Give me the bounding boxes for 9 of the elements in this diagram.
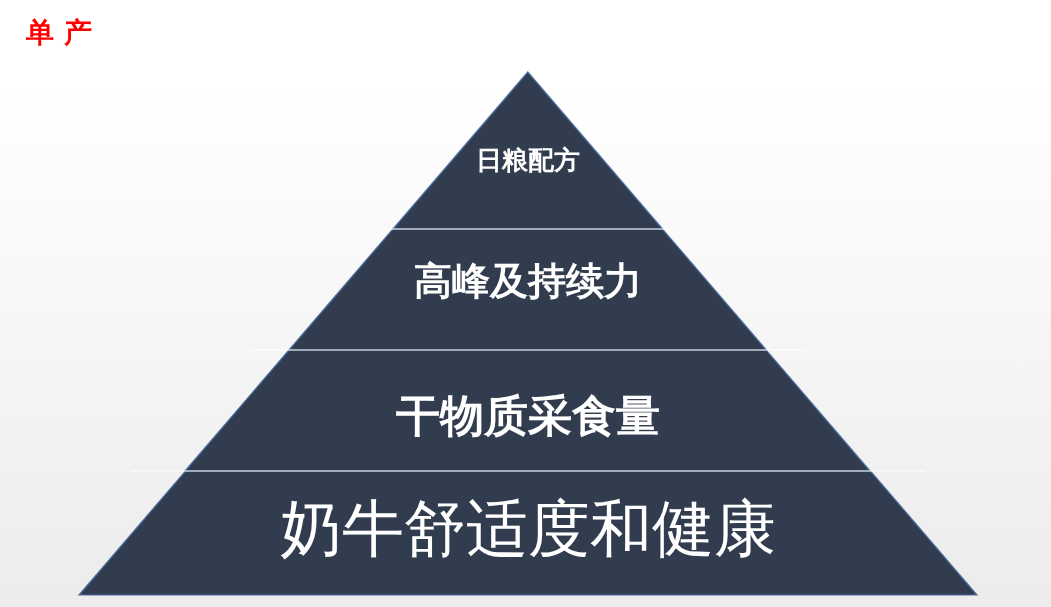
tier-label: 日粮配方 (476, 146, 580, 175)
pyramid-tier (393, 72, 663, 229)
tier-label: 奶牛舒适度和健康 (280, 494, 776, 564)
title: 单 产 (26, 16, 92, 50)
pyramid-tier (185, 350, 871, 471)
tier-label: 干物质采食量 (396, 392, 660, 441)
pyramid-tier (289, 229, 767, 350)
pyramid-tier (79, 471, 977, 595)
tier-label: 高峰及持续力 (414, 260, 642, 303)
